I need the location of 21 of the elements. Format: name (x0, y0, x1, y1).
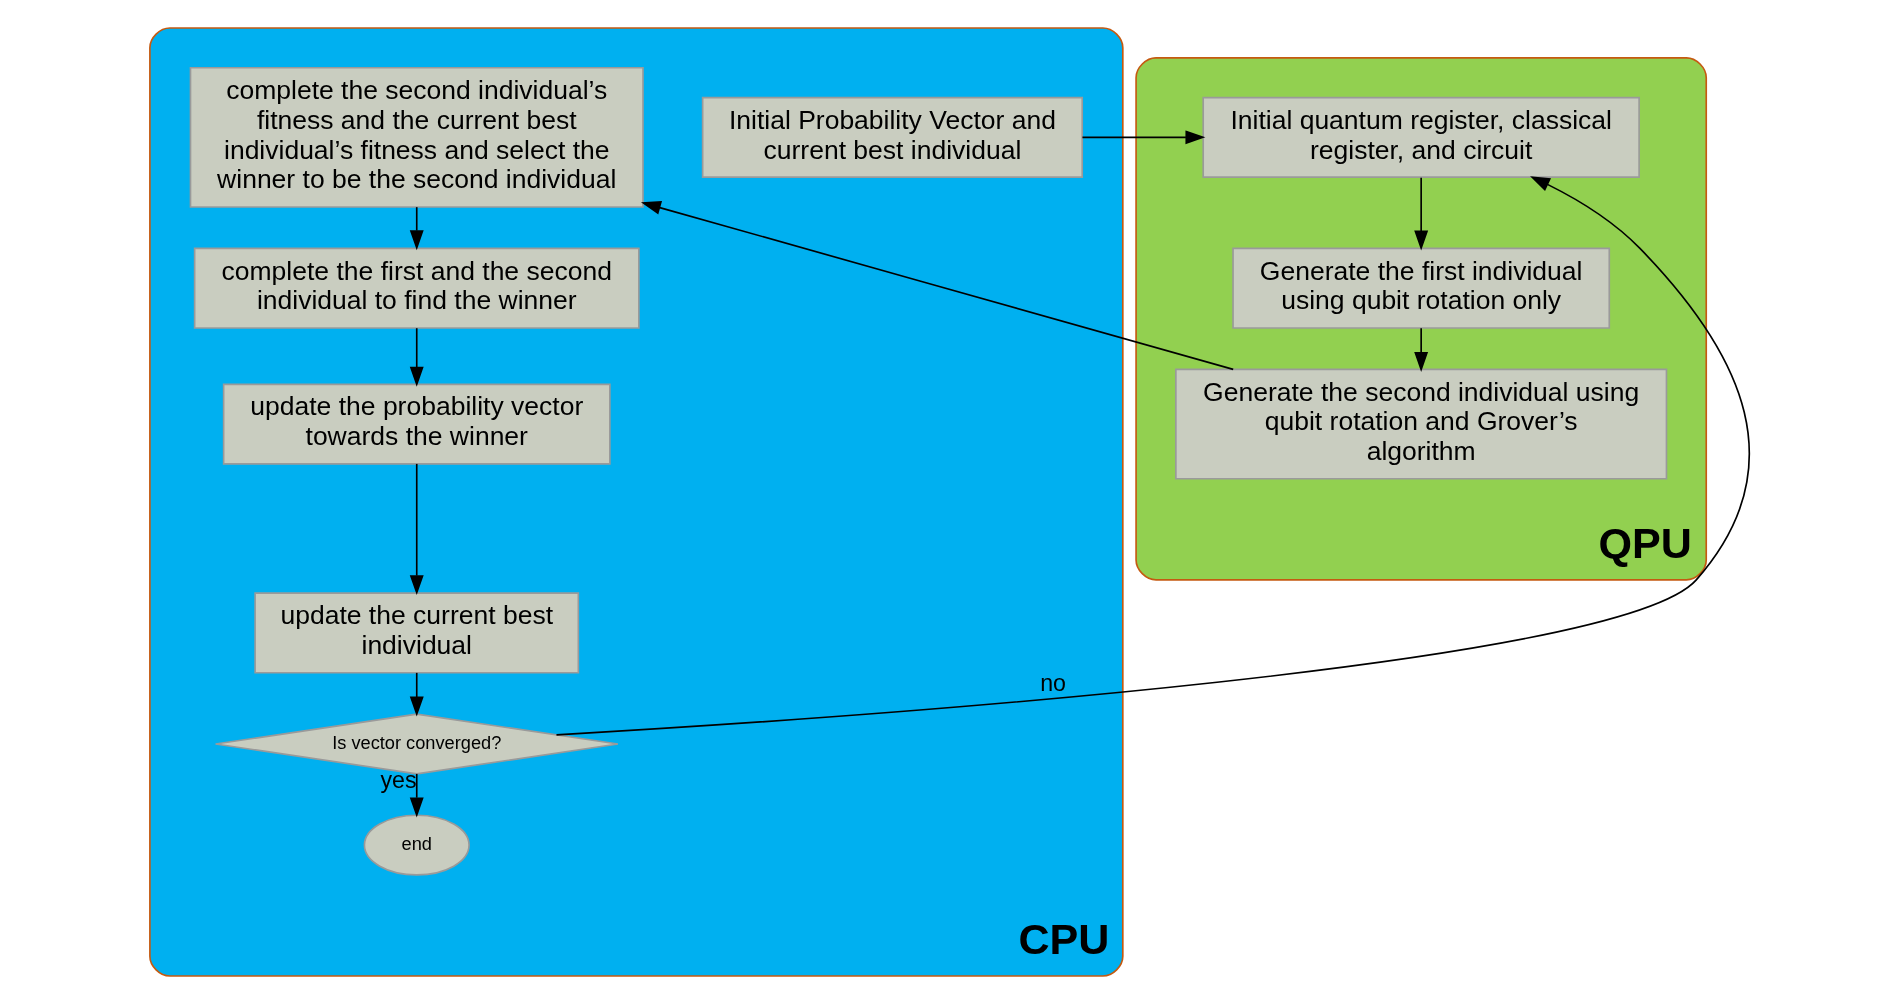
edge-label: no (1039, 670, 1066, 697)
arrow (409, 672, 424, 717)
node-box: Generate the first individual using qubit rotation only (1231, 247, 1610, 329)
node-box: Generate the second individual using qubit rotation and Grover’s algorithm (1174, 368, 1667, 480)
arrow (640, 201, 1234, 371)
arrow (1413, 327, 1428, 372)
arrow (555, 176, 1750, 736)
arrow (409, 206, 424, 251)
node-box: update the probability vector towards the winner (222, 383, 611, 465)
node-box: complete the first and the second individual to find the winner (193, 247, 640, 329)
arrow (409, 773, 424, 818)
node-ellipse: end (363, 814, 470, 876)
node-diamond: Is vector converged? (214, 713, 619, 775)
arrow (409, 463, 424, 596)
node-box: Initial quantum register, classical register, and circuit (1201, 96, 1640, 178)
arrow (409, 327, 424, 387)
node-box: complete the second individual’s fitness and the current best individual’s fitness and select the winner to be the second individual (189, 66, 644, 208)
arrow (1413, 176, 1428, 251)
arrow (1081, 130, 1205, 145)
node-box: Initial Probability Vector and current best individual (701, 96, 1083, 178)
node-box: update the current best individual (253, 592, 579, 674)
